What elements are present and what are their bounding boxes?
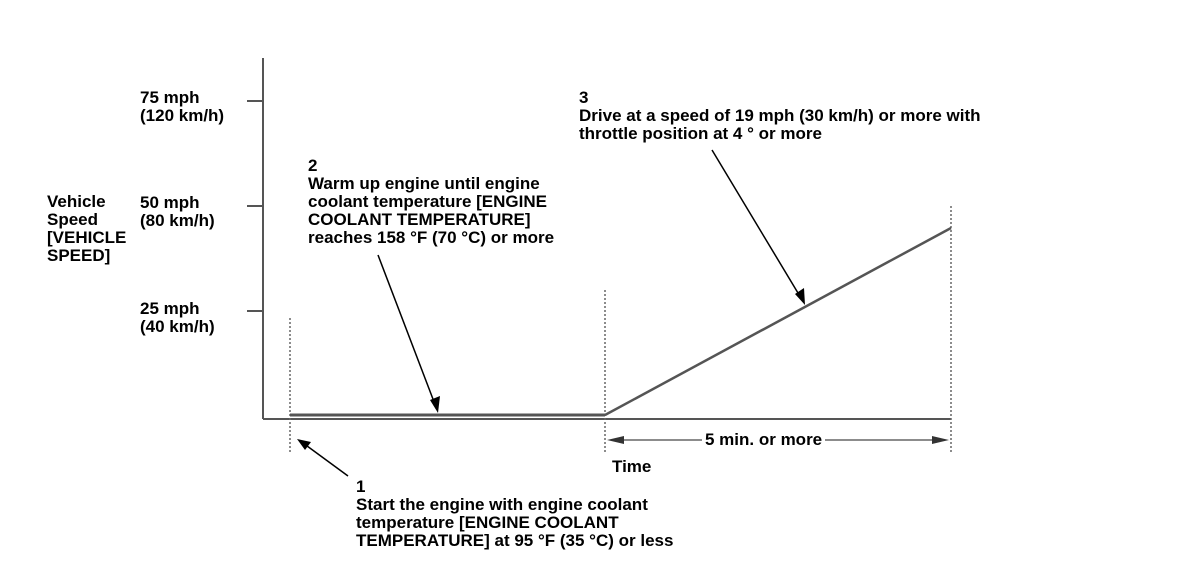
y-tick-label-50: 50 mph (80 km/h) bbox=[140, 194, 215, 230]
tick-kmh: (80 km/h) bbox=[140, 211, 215, 230]
y-tick-label-75: 75 mph (120 km/h) bbox=[140, 89, 224, 125]
callout-1-arrowhead bbox=[297, 439, 311, 450]
step-number: 1 bbox=[356, 477, 366, 496]
callout-2-arrowhead bbox=[430, 396, 440, 413]
callout-3-arrowhead bbox=[795, 288, 805, 305]
step-text: Drive at a speed of 19 mph (30 km/h) or … bbox=[579, 106, 981, 143]
step-text: Warm up engine until engine coolant temp… bbox=[308, 174, 555, 247]
ramp-segment bbox=[604, 226, 952, 417]
step-number: 2 bbox=[308, 156, 318, 175]
callout-3-leader bbox=[711, 149, 802, 299]
tick-kmh: (120 km/h) bbox=[140, 106, 225, 125]
tick-mph: 75 mph bbox=[140, 88, 200, 107]
duration-label: 5 min. or more bbox=[702, 431, 826, 449]
step-number: 3 bbox=[579, 88, 589, 107]
y-axis-title: Vehicle Speed [VEHICLE SPEED] bbox=[47, 192, 127, 265]
step-1-note: 1 Start the engine with engine coolant t… bbox=[356, 478, 673, 550]
callout-2-leader bbox=[377, 254, 437, 408]
tick-mph: 50 mph bbox=[140, 193, 200, 212]
step-3-note: 3 Drive at a speed of 19 mph (30 km/h) o… bbox=[579, 89, 981, 143]
step-text: Start the engine with engine coolant tem… bbox=[356, 495, 674, 550]
y-tick-label-25: 25 mph (40 km/h) bbox=[140, 300, 215, 336]
step-2-note: 2 Warm up engine until engine coolant te… bbox=[308, 157, 554, 247]
x-axis-title: Time bbox=[612, 457, 652, 476]
duration-arrow-right bbox=[932, 436, 949, 444]
tick-kmh: (40 km/h) bbox=[140, 317, 215, 336]
duration-arrow-left bbox=[607, 436, 624, 444]
tick-mph: 25 mph bbox=[140, 299, 200, 318]
callout-1-leader bbox=[302, 442, 349, 477]
